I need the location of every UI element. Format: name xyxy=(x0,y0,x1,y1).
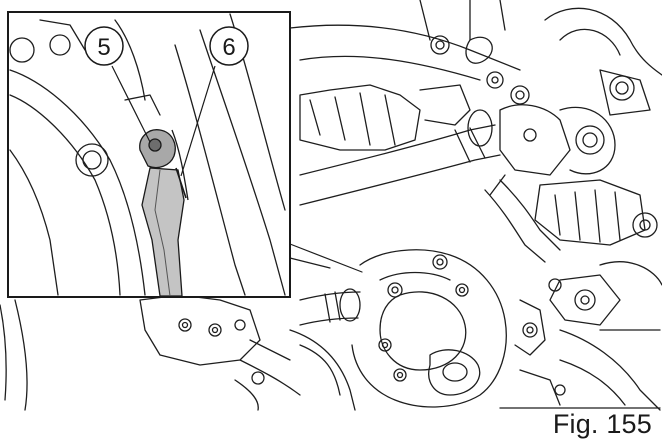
callout-5-label: 5 xyxy=(97,34,110,61)
figure-caption: Fig. 155 xyxy=(552,409,652,439)
engine-line-drawing xyxy=(0,0,662,411)
detail-inset: 5 6 xyxy=(7,11,291,298)
callout-6: 6 xyxy=(209,26,249,66)
callout-5: 5 xyxy=(84,26,124,66)
callout-6-label: 6 xyxy=(222,34,235,61)
